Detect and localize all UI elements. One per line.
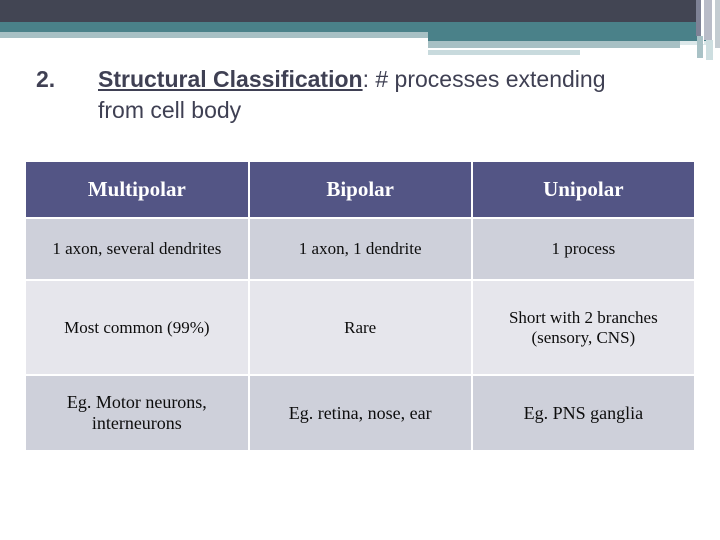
table-cell: Eg. PNS ganglia	[472, 376, 694, 450]
table-cell: 1 axon, several dendrites	[26, 219, 248, 279]
title-list-number: 2.	[36, 66, 56, 92]
column-header-unipolar: Unipolar	[472, 162, 694, 217]
table-cell: 1 axon, 1 dendrite	[249, 219, 471, 279]
table-cell: Eg. Motor neurons, interneurons	[26, 376, 248, 450]
banner-vertical-stripe-7	[706, 40, 713, 60]
slide-banner	[0, 0, 720, 64]
table-row: Most common (99%) Rare Short with 2 bran…	[26, 281, 694, 374]
title-lead-term: Structural Classification	[98, 66, 363, 92]
table-header-row: Multipolar Bipolar Unipolar	[26, 162, 694, 217]
title-remainder: : # processes extending from cell body	[98, 66, 606, 123]
banner-vertical-stripe-3	[704, 0, 712, 40]
banner-accent-stripe-2	[428, 41, 680, 48]
banner-teal-bar	[0, 22, 720, 32]
table-row: Eg. Motor neurons, interneurons Eg. reti…	[26, 376, 694, 450]
banner-dark-bar	[0, 0, 720, 22]
table-cell: 1 process	[472, 219, 694, 279]
banner-vertical-stripe-2	[701, 0, 704, 44]
column-header-multipolar: Multipolar	[26, 162, 248, 217]
banner-vertical-stripe-4	[712, 0, 715, 52]
title-text: Structural Classification: # processes e…	[98, 64, 656, 126]
banner-vertical-stripe-1	[696, 0, 701, 36]
page-title: 2. Structural Classification: # processe…	[36, 64, 656, 126]
banner-vertical-stripe-5	[715, 0, 720, 48]
banner-accent-stripe-1	[0, 32, 428, 38]
banner-accent-stripe-3	[428, 50, 580, 55]
table-row: 1 axon, several dendrites 1 axon, 1 dend…	[26, 219, 694, 279]
banner-vertical-stripe-6	[697, 36, 703, 58]
neuron-classification-table: Multipolar Bipolar Unipolar 1 axon, seve…	[24, 160, 696, 452]
table-cell: Eg. retina, nose, ear	[249, 376, 471, 450]
table-cell: Most common (99%)	[26, 281, 248, 374]
column-header-bipolar: Bipolar	[249, 162, 471, 217]
banner-teal-bar-right	[428, 32, 720, 41]
table-cell: Short with 2 branches (sensory, CNS)	[472, 281, 694, 374]
table-cell: Rare	[249, 281, 471, 374]
